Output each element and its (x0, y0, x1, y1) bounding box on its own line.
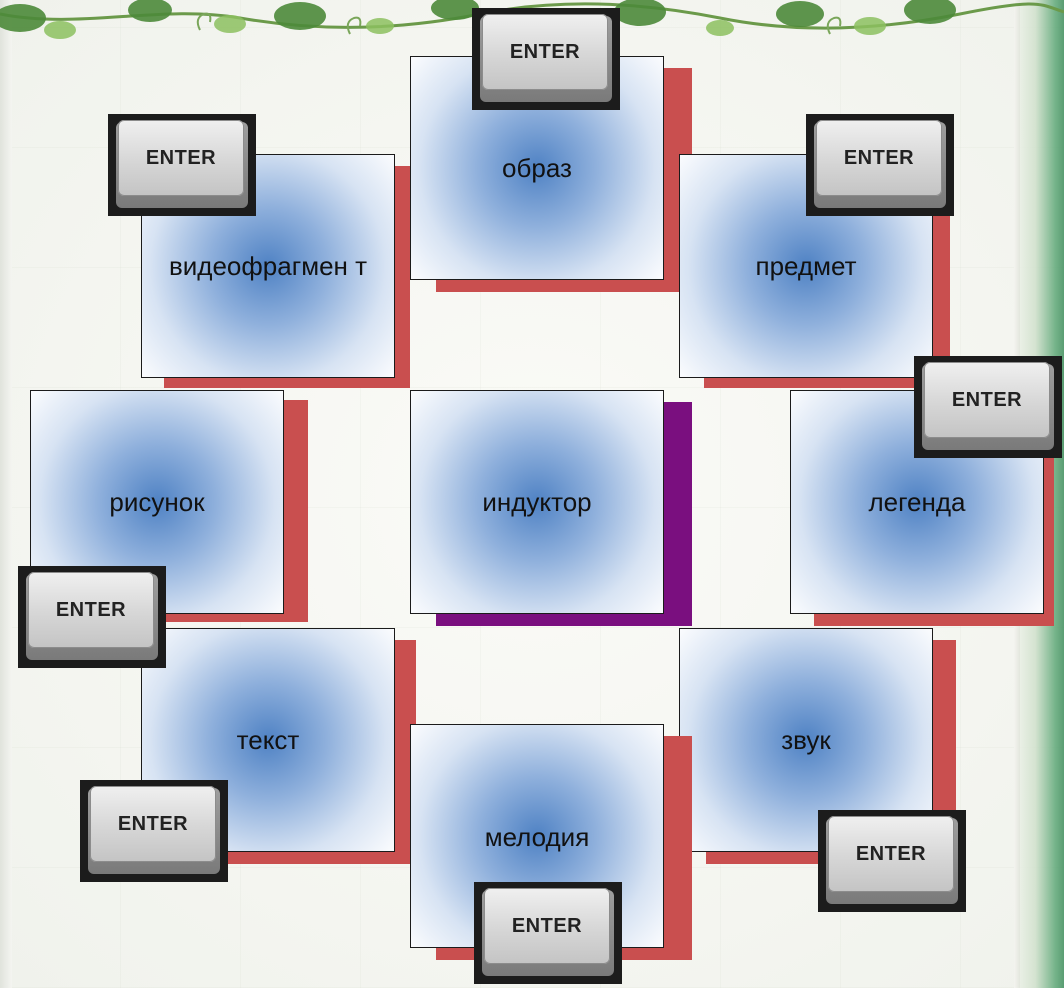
enter-key-label: ENTER (924, 362, 1050, 438)
enter-key-videofragment[interactable]: ENTER (108, 114, 256, 216)
tile-legenda-label: легенда (868, 487, 966, 517)
enter-key-zvuk[interactable]: ENTER (818, 810, 966, 912)
enter-key-obraz[interactable]: ENTER (472, 8, 620, 110)
tile-melodiya-label: мелодия (484, 822, 590, 852)
tile-risunok-label: рисунок (109, 487, 205, 517)
enter-key-label: ENTER (482, 14, 608, 90)
enter-key-label: ENTER (28, 572, 154, 648)
enter-key-label: ENTER (816, 120, 942, 196)
enter-key-label: ENTER (90, 786, 216, 862)
enter-key-label: ENTER (828, 816, 954, 892)
enter-key-legenda[interactable]: ENTER (914, 356, 1062, 458)
tile-videofragment-label: видеофрагмен т (168, 251, 368, 281)
tile-induktor[interactable]: индуктор (410, 390, 664, 614)
enter-key-risunok[interactable]: ENTER (18, 566, 166, 668)
tile-predmet-label: предмет (755, 251, 857, 281)
tile-induktor-label: индуктор (482, 487, 592, 517)
tile-tekst-label: текст (236, 725, 300, 755)
enter-key-melodiya[interactable]: ENTER (474, 882, 622, 984)
enter-key-label: ENTER (118, 120, 244, 196)
enter-key-predmet[interactable]: ENTER (806, 114, 954, 216)
left-edge-shade (0, 0, 12, 988)
enter-key-label: ENTER (484, 888, 610, 964)
enter-key-tekst[interactable]: ENTER (80, 780, 228, 882)
tile-zvuk-label: звук (781, 725, 831, 755)
tile-obraz-label: образ (502, 153, 572, 183)
